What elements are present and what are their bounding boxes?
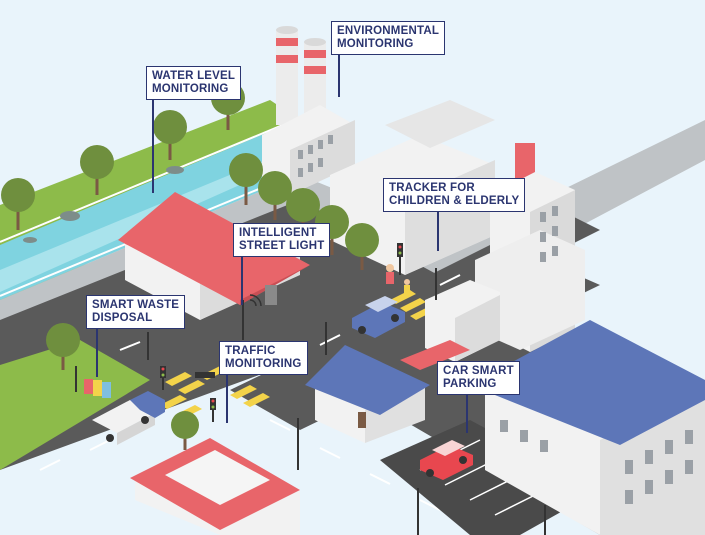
- leader-traffic: [226, 373, 228, 423]
- leader-environmental: [338, 52, 340, 97]
- factory: [262, 26, 355, 195]
- tower-building: [475, 143, 585, 352]
- blue-car: [352, 296, 405, 338]
- traffic-camera: [195, 372, 215, 378]
- red-car: [420, 440, 473, 480]
- blue-roof: [470, 320, 705, 445]
- pedestrians: [386, 264, 410, 294]
- leader-waste: [96, 327, 98, 377]
- pickup-truck: [92, 391, 165, 445]
- traffic-lights: [75, 243, 546, 535]
- leader-water: [152, 98, 154, 193]
- red-roof-shop: [130, 438, 300, 535]
- leader-tracker: [437, 211, 439, 251]
- street-light: [242, 294, 262, 340]
- red-roof: [118, 192, 310, 305]
- waste-bins: [80, 374, 115, 398]
- leader-streetlight: [241, 255, 243, 305]
- blue-roof-building: [470, 320, 705, 535]
- leader-parking: [466, 393, 468, 433]
- park-grass: [0, 340, 150, 470]
- blue-roof-house: [305, 345, 430, 443]
